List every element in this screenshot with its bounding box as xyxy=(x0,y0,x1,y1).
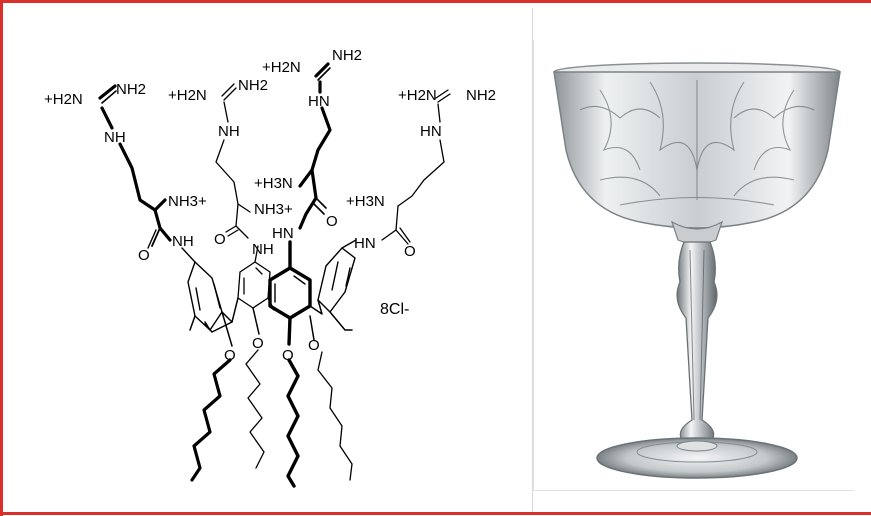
arginine-arm-2 xyxy=(215,83,251,239)
frame-border-top xyxy=(0,0,871,3)
label-amine4: +H3N xyxy=(346,193,385,210)
label-ether3: O xyxy=(282,347,294,364)
hexyl-chain-3 xyxy=(286,358,300,488)
label-guan4-nh2: NH2 xyxy=(466,87,496,104)
label-amide4-o: O xyxy=(404,243,416,260)
label-amide1-nh: NH xyxy=(172,233,194,250)
arginine-arm-3 xyxy=(298,62,332,230)
hexyl-chains xyxy=(190,349,353,488)
label-guan1-nh2: NH2 xyxy=(116,81,146,98)
hexyl-chain-4 xyxy=(317,351,353,481)
aryl-ring-1 xyxy=(181,247,223,331)
calixarene-core xyxy=(181,239,357,347)
label-amide2-o: O xyxy=(214,231,226,248)
label-amide4-nh: HN xyxy=(354,235,376,252)
label-guan2-cation: +H2N xyxy=(168,87,207,104)
label-guan3-nh2: NH2 xyxy=(332,47,362,64)
arginine-arm-4 xyxy=(381,89,451,245)
label-guan2-nh: NH xyxy=(218,123,240,140)
label-ether1: O xyxy=(224,347,236,364)
frame-border-bottom xyxy=(0,512,871,515)
hexyl-chain-2 xyxy=(245,349,265,469)
label-counterion: 8Cl- xyxy=(380,301,409,318)
label-guan1-cation: +H2N xyxy=(44,91,83,108)
molecule-panel xyxy=(40,8,533,512)
label-guan3-cation: +H2N xyxy=(262,59,301,76)
aryl-ring-3 xyxy=(268,240,312,320)
aryl-ring-4 xyxy=(317,239,357,313)
label-amine3: +H3N xyxy=(254,175,293,192)
label-amine1: NH3+ xyxy=(168,193,207,210)
label-amine2: NH3+ xyxy=(254,201,293,218)
label-guan4-nh: HN xyxy=(420,123,442,140)
label-guan4-cation: +H2N xyxy=(398,87,437,104)
label-amide2-nh: NH xyxy=(252,241,274,258)
atom-labels: +H2N NH2 NH NH3+ O NH +H2N NH2 NH NH3+ O… xyxy=(44,47,496,364)
label-ether2: O xyxy=(252,335,264,352)
coupe-glass-icon xyxy=(553,62,841,479)
label-guan1-nh: NH xyxy=(104,129,126,146)
arginine-arm-1 xyxy=(98,84,172,249)
label-guan2-nh2: NH2 xyxy=(238,77,268,94)
label-amide1-o: O xyxy=(138,247,150,264)
label-amide3-o: O xyxy=(326,213,338,230)
label-amide3-nh: HN xyxy=(272,225,294,242)
label-guan3-nh: HN xyxy=(308,93,330,110)
frame-border-left xyxy=(0,0,3,516)
hexyl-chain-1 xyxy=(190,358,232,482)
label-ether4: O xyxy=(308,337,320,354)
